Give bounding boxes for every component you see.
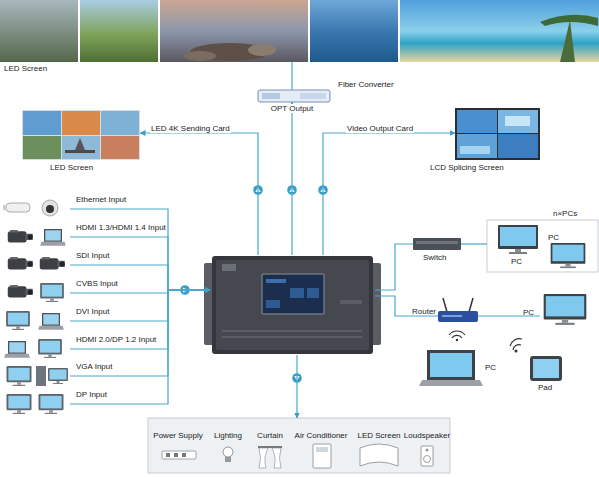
control-item: Loudspeaker	[404, 421, 450, 471]
connector	[323, 133, 455, 255]
node-label: Loudspeaker	[404, 431, 450, 440]
connector	[70, 237, 210, 290]
input-device: SDI Input	[4, 254, 70, 276]
node-label: LED Screen	[4, 64, 47, 73]
node-label: Curtain	[257, 431, 283, 440]
node-label: Switch	[423, 253, 447, 262]
node-label: LED Screen	[357, 431, 400, 440]
node-label: DP Input	[76, 390, 107, 399]
fiber-converter: Fiber Converter	[258, 90, 330, 102]
node-label: n×PCs	[553, 209, 577, 218]
connector	[70, 290, 210, 376]
node-label: PC	[523, 308, 534, 317]
led-screen: LED Screen	[22, 110, 140, 160]
connector	[70, 265, 210, 290]
pad: Pad	[530, 356, 562, 381]
node-label: PC	[548, 233, 559, 242]
lcd-splicing-screen: LCD Splicing Screen	[455, 108, 540, 160]
control-item: Air Conditioner	[290, 421, 352, 471]
node-label: VGA Input	[76, 362, 112, 371]
edge-label: OPT Output	[270, 104, 315, 113]
router: Router	[438, 300, 478, 324]
node-label: DVI Input	[76, 307, 109, 316]
input-device: HDMI 1.3/HDMI 1.4 Input	[4, 226, 70, 248]
led-screen: LED Screen	[0, 0, 599, 62]
control-item: Curtain	[250, 421, 290, 471]
pc: PC	[540, 294, 590, 326]
pc-group: n×PCsPCPC	[487, 220, 598, 272]
node-label: Ethernet Input	[76, 195, 126, 204]
node-label: Fiber Converter	[338, 80, 394, 89]
node-label: Router	[412, 307, 436, 316]
control-item: LED Screen	[354, 421, 404, 471]
input-device: CVBS Input	[4, 282, 70, 304]
connector	[296, 355, 297, 418]
node-label: Lighting	[214, 431, 242, 440]
connector	[70, 209, 210, 290]
connector	[461, 243, 487, 244]
connector	[375, 296, 438, 316]
node-label: PC	[511, 257, 522, 266]
connector	[70, 290, 210, 321]
control-item: Power Supply	[151, 421, 205, 471]
pc: PC	[543, 243, 593, 269]
node-label: HDMI 1.3/HDMI 1.4 Input	[76, 223, 166, 232]
input-device: Ethernet Input	[4, 198, 70, 220]
connector	[70, 290, 210, 349]
node-label: SDI Input	[76, 251, 109, 260]
edge-label: LED 4K Sending Card	[150, 124, 231, 133]
node-label: Air Conditioner	[295, 431, 348, 440]
connector	[375, 244, 413, 290]
control-band: Power Supply Lighting Curtain Air Condition…	[148, 418, 450, 473]
video-processor	[210, 255, 375, 355]
input-device: DVI Input	[4, 310, 70, 332]
node-label: HDMI 2.0/DP 1.2 Input	[76, 335, 156, 344]
connector	[291, 102, 292, 255]
pc: PC	[495, 225, 541, 255]
control-item: Lighting	[208, 421, 248, 471]
input-device: VGA Input	[4, 365, 70, 387]
edge-label: Video Output Card	[346, 124, 414, 133]
node-label: LED Screen	[50, 163, 93, 172]
node-label: LCD Splicing Screen	[430, 163, 504, 172]
input-device: HDMI 2.0/DP 1.2 Input	[4, 338, 70, 360]
pc: PC	[425, 346, 481, 386]
node-label: CVBS Input	[76, 279, 118, 288]
node-label: Power Supply	[153, 431, 202, 440]
connector	[70, 290, 210, 404]
node-label: Pad	[538, 383, 552, 392]
input-device: DP Input	[4, 393, 70, 415]
network-switch: Switch	[413, 238, 461, 250]
connector	[291, 62, 292, 90]
node-label: PC	[485, 363, 496, 372]
